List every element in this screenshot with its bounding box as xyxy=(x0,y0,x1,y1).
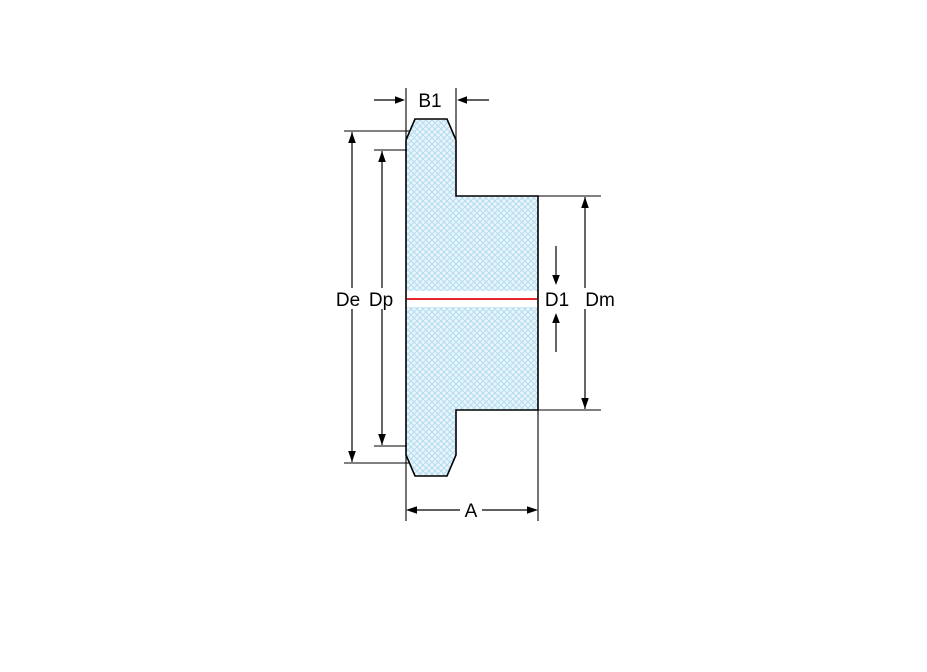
sprocket-body xyxy=(405,118,539,477)
dimension-dp: Dp xyxy=(365,149,407,447)
de-arrow-top-head xyxy=(348,132,356,143)
dimension-de: De xyxy=(333,130,410,464)
dimension-d1: D1 xyxy=(545,246,569,352)
dp-arrow-bottom-head xyxy=(378,434,386,445)
de-label: De xyxy=(336,290,360,311)
dp-arrow-top-head xyxy=(378,151,386,162)
a-label-background xyxy=(460,499,482,520)
dm-arrow-bottom-head xyxy=(581,398,589,409)
a-arrow-left-head xyxy=(406,506,417,514)
dimension-a: A xyxy=(405,410,539,522)
de-label-background xyxy=(333,288,363,309)
a-label: A xyxy=(465,501,478,522)
de-arrow-bottom-head xyxy=(348,451,356,462)
dp-label: Dp xyxy=(369,290,393,311)
dp-label-background xyxy=(365,288,397,309)
dm-label-background xyxy=(582,288,619,309)
d1-arrow-bottom-head xyxy=(552,313,560,323)
d1-label: D1 xyxy=(545,290,569,311)
dm-arrow-top-head xyxy=(581,197,589,208)
a-arrow-right-head xyxy=(527,506,538,514)
b1-arrow-right-head xyxy=(457,96,467,104)
b1-arrow-left-head xyxy=(395,96,405,104)
dm-label: Dm xyxy=(585,290,615,311)
dimension-dm: Dm xyxy=(538,195,619,411)
d1-arrow-top-head xyxy=(552,275,560,285)
b1-label: B1 xyxy=(418,91,441,112)
